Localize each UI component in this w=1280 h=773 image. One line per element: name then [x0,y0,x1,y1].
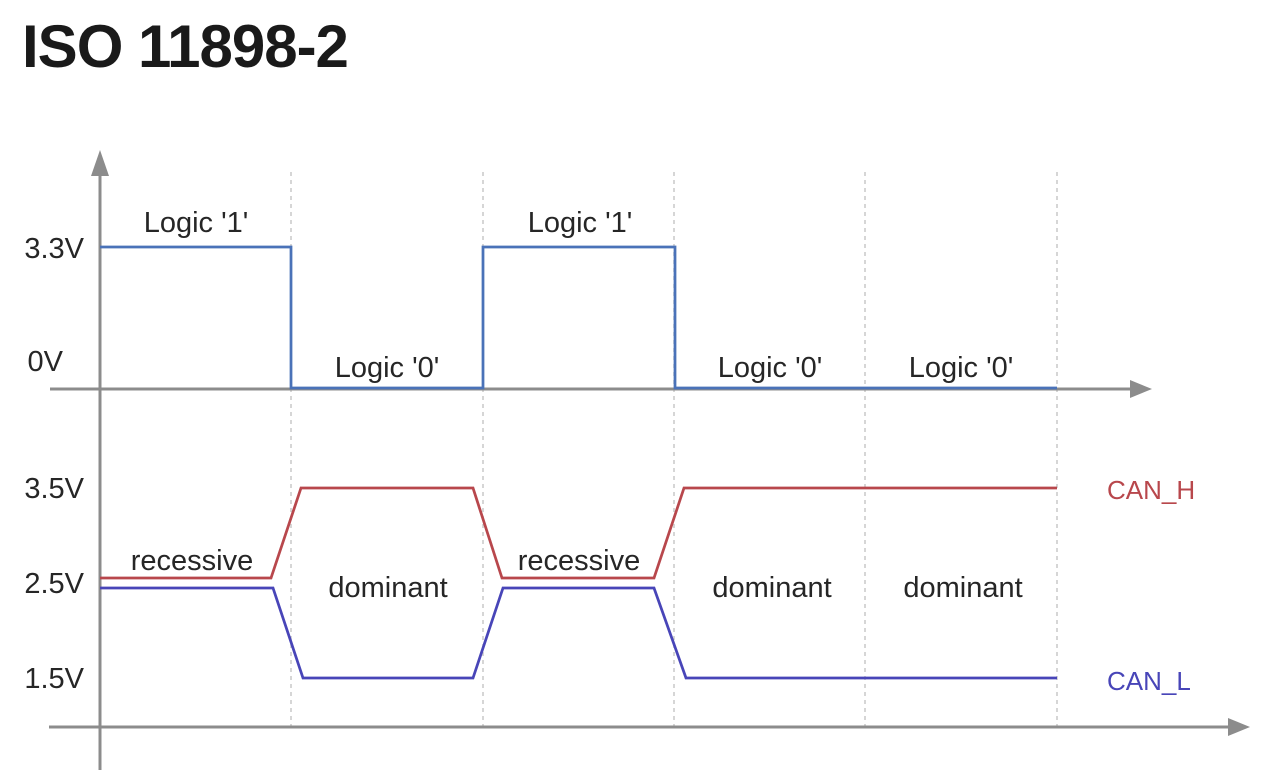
y-label-0v: 0V [28,346,64,378]
bit-label-2: Logic '0' [335,352,440,384]
y-label-3v3: 3.3V [24,233,84,265]
page-title: ISO 11898-2 [22,13,349,80]
bit-label-1: Logic '1' [144,207,249,239]
y-label-1v5: 1.5V [24,663,84,695]
y-label-2v5: 2.5V [24,568,84,600]
state-label-5: dominant [903,572,1022,604]
state-label-4: dominant [712,572,831,604]
can-h-label: CAN_H [1107,475,1195,505]
can-l-label: CAN_L [1107,666,1191,696]
bit-label-3: Logic '1' [528,207,633,239]
y-label-3v5: 3.5V [24,473,84,505]
logic-signal-line [100,245,1057,390]
bottom-x-axis-arrow-icon [1228,718,1250,736]
bit-label-5: Logic '0' [909,352,1014,384]
can-h-line [100,486,1057,580]
state-label-2: dominant [328,572,447,604]
y-axis-arrow-icon [91,150,109,176]
state-label-3: recessive [518,545,641,577]
state-label-1: recessive [131,545,254,577]
bit-label-4: Logic '0' [718,352,823,384]
can-l-line [100,586,1057,680]
top-x-axis-arrow-icon [1130,380,1152,398]
